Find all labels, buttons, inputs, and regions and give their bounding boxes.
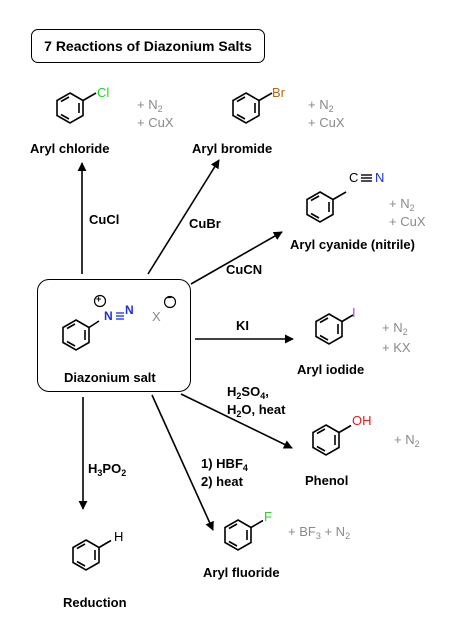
arrow-to-cyanide <box>190 231 283 285</box>
diazo-triple-bond <box>116 312 124 320</box>
substituent-i: I <box>352 305 356 320</box>
substituent-br: Br <box>272 85 285 100</box>
benzene-ring-cyanide <box>306 191 347 223</box>
byproduct-chloride-n2: + N <box>137 97 158 112</box>
counterion: X <box>152 309 161 324</box>
product-label-aryl-cyanide: Aryl cyanide (nitrile) <box>290 237 415 252</box>
reagent-phenol-comma: , <box>265 384 269 399</box>
byproduct-bromide-n2: + N <box>308 97 329 112</box>
product-label-aryl-chloride: Aryl chloride <box>30 141 110 156</box>
diazo-positive-sign: + <box>96 294 102 304</box>
diazonium-salt-box <box>37 279 191 392</box>
arrow-to-phenol <box>180 393 293 449</box>
byproduct-cyanide: + N2 + CuX <box>389 196 426 231</box>
reagent-cucl: CuCl <box>89 212 120 227</box>
benzene-ring-phenol <box>312 424 352 456</box>
nitrile-nitrogen: N <box>375 170 385 185</box>
reagent-h3po2-h-sub: 3 <box>97 468 103 478</box>
substituent-cl: Cl <box>97 85 110 100</box>
byproduct-phenol-n2: + N <box>394 432 415 447</box>
product-label-aryl-bromide: Aryl bromide <box>192 141 273 156</box>
reagent-h3po2-po-sub: 2 <box>121 468 127 478</box>
reagent-phenol-h-sub: 2 <box>236 391 242 401</box>
byproduct-fluoride-n: + N <box>320 524 346 539</box>
benzene-ring-iodide <box>315 313 354 345</box>
nitrile-carbon: C <box>349 170 359 185</box>
reagent-ki: KI <box>236 318 249 333</box>
product-label-phenol: Phenol <box>305 473 349 488</box>
reagent-fluoride-hbf: 1) HBF <box>201 456 243 471</box>
substituent-f: F <box>264 509 272 524</box>
byproduct-chloride-cux: + CuX <box>137 115 174 131</box>
reagent-phenol-h: H <box>227 384 237 399</box>
diagram-title: 7 Reactions of Diazonium Salts <box>44 38 252 54</box>
byproduct-fluoride-bf: + BF <box>288 524 316 539</box>
byproduct-bromide-n2-subscript: 2 <box>328 104 334 114</box>
reagent-phenol: H2SO4, H2O, heat <box>227 384 285 420</box>
counterion-negative-sign: − <box>166 293 172 304</box>
reagent-h3po2-po: PO <box>102 461 122 476</box>
byproduct-iodide: + N2 + KX <box>382 319 411 358</box>
reagent-phenol-h2o-heat: O, heat <box>241 401 286 417</box>
benzene-ring-chloride <box>56 92 97 124</box>
product-label-aryl-iodide: Aryl iodide <box>297 362 365 377</box>
benzene-ring-fluoride <box>224 519 264 551</box>
benzene-ring-diazonium <box>62 319 100 351</box>
substituent-oh: OH <box>352 413 372 428</box>
reagent-phenol-h2o-h: H <box>227 401 237 417</box>
nitrile-triple-bond <box>361 174 372 182</box>
reagent-cucn: CuCN <box>226 262 263 277</box>
positive-charge-circle <box>93 294 107 308</box>
arrow-to-bromide <box>147 159 220 275</box>
reagent-phenol-h2o-sub: 2 <box>236 408 242 419</box>
product-label-aryl-fluoride: Aryl fluoride <box>203 565 280 580</box>
title-box: 7 Reactions of Diazonium Salts <box>31 29 265 63</box>
diazo-n2: N <box>125 303 134 317</box>
byproduct-bromide: + N2 + CuX <box>308 97 345 132</box>
byproduct-chloride: + N2 + CuX <box>137 97 174 132</box>
diazo-n1: N <box>104 309 113 323</box>
reagent-fluoride-heat: 2) heat <box>201 473 243 489</box>
diazonium-salt-label: Diazonium salt <box>64 370 156 385</box>
product-label-reduction: Reduction <box>63 595 127 610</box>
byproduct-iodide-n2: + N <box>382 320 403 335</box>
byproduct-fluoride: + BF3 + N2 <box>288 524 350 542</box>
byproduct-chloride-n2-subscript: 2 <box>157 104 163 114</box>
benzene-ring-reduction <box>72 539 112 571</box>
reagent-fluoride-hbf-sub: 4 <box>242 463 248 473</box>
byproduct-phenol: + N2 <box>394 432 420 450</box>
byproduct-iodide-kx: + KX <box>382 340 411 356</box>
reagent-h3po2: H3PO2 <box>88 461 126 478</box>
byproduct-phenol-n2-subscript: 2 <box>414 439 420 449</box>
byproduct-cyanide-n2-subscript: 2 <box>409 203 415 213</box>
reagent-fluoride: 1) HBF4 2) heat <box>201 456 248 489</box>
byproduct-cyanide-cux: + CuX <box>389 214 426 230</box>
byproduct-cyanide-n2: + N <box>389 196 410 211</box>
byproduct-bromide-cux: + CuX <box>308 115 345 131</box>
reagent-phenol-so-sub: 4 <box>260 391 266 401</box>
byproduct-fluoride-bf-sub: 3 <box>315 531 321 541</box>
reagent-cubr: CuBr <box>189 216 221 231</box>
byproduct-iodide-n2-subscript: 2 <box>402 327 408 337</box>
benzene-ring-bromide <box>232 92 273 124</box>
byproduct-fluoride-n-sub: 2 <box>345 531 351 541</box>
reagent-phenol-so: SO <box>241 384 261 399</box>
substituent-h: H <box>114 529 124 544</box>
arrow-to-fluoride <box>151 394 214 531</box>
reagent-h3po2-h: H <box>88 461 98 476</box>
negative-charge-circle <box>163 295 177 309</box>
